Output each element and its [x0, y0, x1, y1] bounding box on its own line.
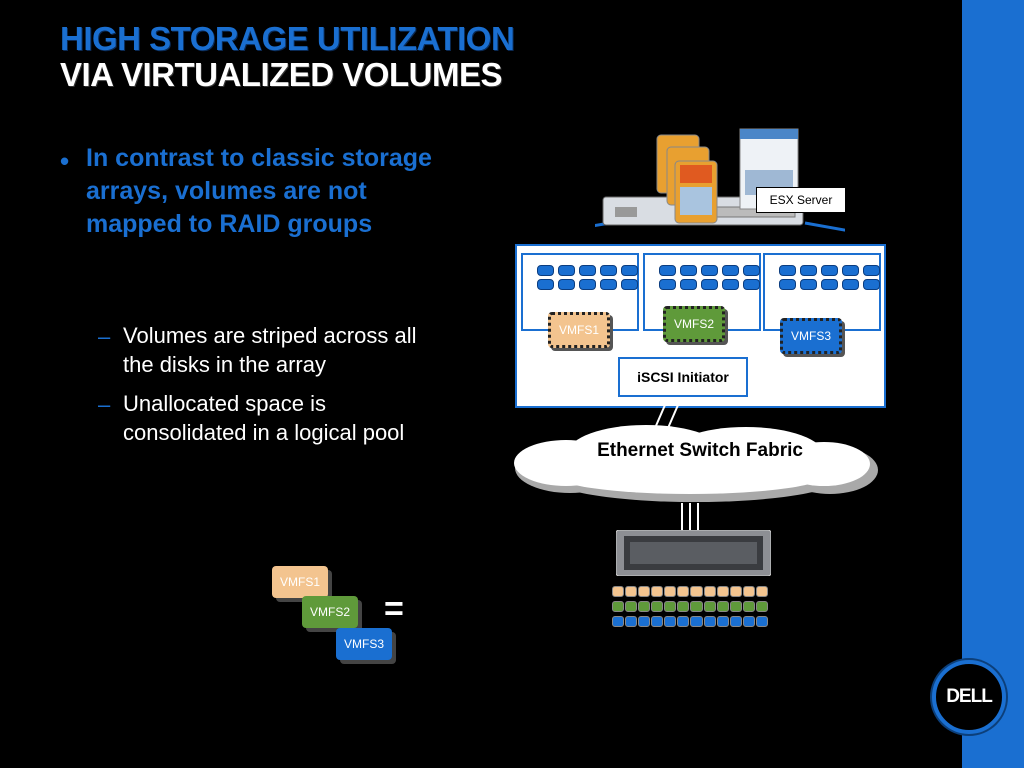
- disk-icon: [558, 279, 575, 290]
- disk-icon: [779, 279, 796, 290]
- disk-icon: [743, 279, 760, 290]
- disk-icon: [800, 279, 817, 290]
- disk-icon: [743, 265, 760, 276]
- sub-bullet-dash-1: –: [98, 324, 111, 349]
- disk-icon: [842, 279, 859, 290]
- equals-sign: =: [384, 590, 404, 628]
- disk-icon: [863, 279, 880, 290]
- disk-icon: [800, 265, 817, 276]
- right-sidebar-bar: [962, 0, 1024, 768]
- bullet-marker: •: [60, 146, 70, 176]
- slide-title-line2: VIA VIRTUALIZED VOLUMES: [60, 56, 502, 93]
- esx-server-illustration: [595, 128, 845, 232]
- disk-icon: [842, 265, 859, 276]
- sub-bullet-2: Unallocated space is consolidated in a l…: [123, 391, 405, 445]
- disk-icon: [537, 265, 554, 276]
- iscsi-initiator-box: iSCSI Initiator: [618, 357, 748, 397]
- sub-bullet-dash-2: –: [98, 392, 111, 417]
- disk-icon: [659, 279, 676, 290]
- disk-icon: [701, 265, 718, 276]
- disk-icon: [600, 279, 617, 290]
- disk-icon: [722, 279, 739, 290]
- vmfs3-volume: VMFS3: [780, 318, 842, 354]
- disk-icon: [821, 265, 838, 276]
- disk-icon: [779, 265, 796, 276]
- dell-logo: DELL: [932, 660, 1006, 734]
- vmfs1-volume: VMFS1: [548, 312, 610, 348]
- disk-icon: [863, 265, 880, 276]
- disk-icon: [579, 279, 596, 290]
- disk-icon: [722, 265, 739, 276]
- disk-icon: [680, 265, 697, 276]
- slide-title-line1: HIGH STORAGE UTILIZATION: [60, 20, 515, 57]
- disk-icon: [701, 279, 718, 290]
- connector-lines-bottom: [681, 503, 699, 533]
- cloud-icon: [514, 425, 878, 502]
- storage-array-icon: [616, 530, 771, 576]
- vmfs2-cylinder: VMFS2: [302, 596, 358, 628]
- ethernet-switch-fabric-label: Ethernet Switch Fabric: [597, 440, 803, 461]
- sub-bullet-1: Volumes are striped across all the disks…: [123, 323, 417, 377]
- vmfs3-cylinder: VMFS3: [336, 628, 392, 660]
- disk-icon: [621, 265, 638, 276]
- disk-icon: [680, 279, 697, 290]
- vmfs1-cylinder: VMFS1: [272, 566, 328, 598]
- vmfs2-volume: VMFS2: [663, 306, 725, 342]
- disk-icon: [821, 279, 838, 290]
- main-bullet-text: In contrast to classic storage arrays, v…: [86, 144, 432, 238]
- disk-icon: [659, 265, 676, 276]
- dell-logo-text: DELL: [946, 686, 993, 707]
- disk-icon: [537, 279, 554, 290]
- esx-server-label: ESX Server: [756, 187, 846, 213]
- disk-icon: [579, 265, 596, 276]
- disk-icon: [600, 265, 617, 276]
- stripe-row-vmfs1: [612, 586, 768, 597]
- disk-icon: [621, 279, 638, 290]
- disk-icon: [558, 265, 575, 276]
- stripe-row-vmfs2: [612, 601, 768, 612]
- stripe-row-vmfs3: [612, 616, 768, 627]
